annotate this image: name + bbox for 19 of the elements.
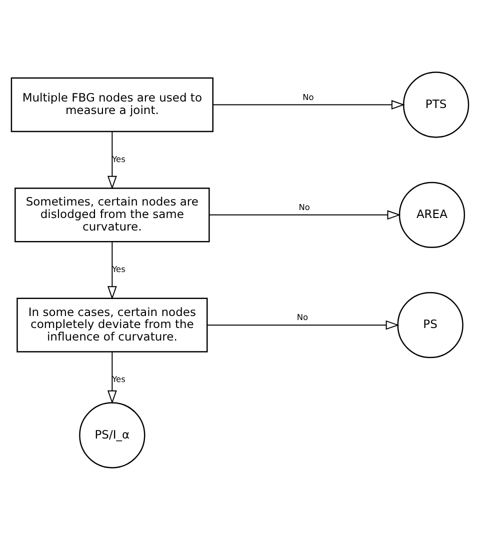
edge-label: No (302, 91, 314, 102)
arrow (107, 240, 117, 300)
node-circle: AREA (398, 181, 466, 248)
node-box: Sometimes, certain nodes are dislodged from the same curvature. (14, 187, 210, 242)
edge-label: Yes (112, 153, 126, 164)
arrow (107, 130, 117, 189)
edge-label: Yes (112, 374, 126, 384)
edge-label: No (298, 201, 310, 212)
node-circle: PS (397, 291, 464, 358)
arrow (212, 100, 405, 109)
edge-label: No (296, 312, 308, 322)
edge-label: Yes (112, 264, 126, 274)
arrow (208, 210, 401, 220)
node-box: In some cases, certain nodes completely deviate from the influence of curvature. (16, 297, 208, 352)
node-box: Multiple FBG nodes are used to measure a joint. (10, 76, 214, 132)
node-circle: PS/I_α (79, 402, 146, 468)
arrow (206, 320, 400, 330)
node-circle: PTS (402, 71, 470, 138)
arrow (107, 350, 117, 404)
